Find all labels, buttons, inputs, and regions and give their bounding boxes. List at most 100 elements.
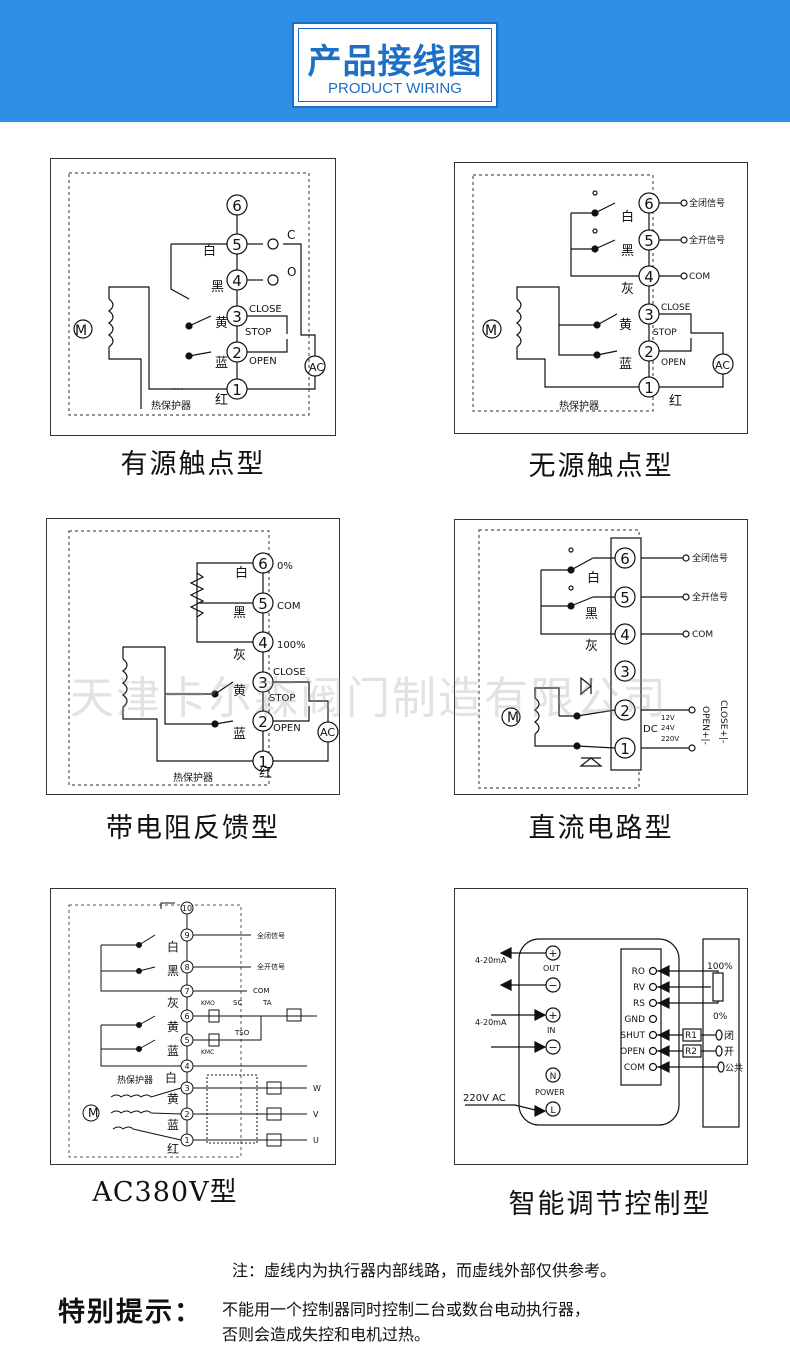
- label-rv: RV: [633, 983, 646, 993]
- label-220v: 220V: [661, 735, 679, 743]
- label-shut: SHUT: [620, 1031, 645, 1041]
- diagram-active-contact: 6 5 4 3 2 1 白 黑 黄 蓝 红 C O CLOSE STOP OPE…: [50, 158, 336, 436]
- power-n: N: [550, 1072, 557, 1082]
- terminal-6: 6: [232, 197, 242, 215]
- terminal-2: 2: [620, 702, 630, 720]
- diagram-dc-circuit: 6 5 4 3 2 1 白 黑 灰 全闭信号 全开信号 COM DC 12V 2…: [454, 519, 748, 795]
- terminal-4: 4: [644, 268, 654, 286]
- label-kmo: KMO: [201, 1000, 215, 1007]
- label-w: W: [313, 1084, 321, 1093]
- terminal-4: 4: [232, 272, 242, 290]
- terminal-5: 5: [644, 232, 654, 250]
- wire-black: 黑: [233, 606, 246, 621]
- wire-gray: 灰: [167, 996, 179, 1010]
- wire-black: 黑: [621, 244, 634, 259]
- label-open: OPEN: [249, 356, 277, 367]
- terminal-1: 1: [620, 740, 630, 758]
- watermark: 天津卡尔森阀门制造有限公司: [70, 673, 668, 724]
- label-open-pm: OPEN+|-: [700, 706, 710, 745]
- label-ta: TA: [262, 999, 272, 1007]
- label-stop: STOP: [245, 327, 271, 338]
- diagram-smart-control: + − + − N L 4-20mA OUT 4-20mA IN POWER 2…: [454, 888, 748, 1165]
- out-plus: +: [548, 947, 557, 960]
- wire-blue-2: 蓝: [167, 1118, 179, 1132]
- wire-yellow-2: 黄: [167, 1092, 179, 1106]
- wire-white: 白: [167, 939, 179, 954]
- caption-dc-circuit: 直流电路型: [528, 813, 674, 844]
- terminal-2: 2: [258, 713, 268, 731]
- label-com: COM: [624, 1063, 645, 1073]
- terminal-3: 3: [258, 674, 268, 692]
- terminal-3: 3: [644, 306, 654, 324]
- label-sc: SC: [233, 999, 242, 1007]
- wire-blue: 蓝: [167, 1044, 179, 1058]
- tip-title: 特别提示：: [58, 1297, 203, 1328]
- label-power: POWER: [535, 1088, 565, 1097]
- label-kmc: KMC: [201, 1049, 214, 1056]
- page-subtitle: PRODUCT WIRING: [328, 80, 462, 97]
- caption-resistance-feedback: 带电阻反馈型: [106, 813, 280, 844]
- motor-label: M: [507, 710, 519, 726]
- tip-line-1: 不能用一个控制器同时控制二台或数台电动执行器，: [222, 1300, 591, 1319]
- out-minus: −: [548, 979, 557, 992]
- wire-white-2: 白: [165, 1070, 177, 1085]
- footnote: 注：虚线内为执行器内部线路，而虚线外部仅供参考。: [232, 1261, 617, 1280]
- terminal-6: 6: [620, 550, 630, 568]
- label-ro: RO: [632, 967, 645, 977]
- label-0pct: 0%: [277, 561, 293, 572]
- label-0pct: 0%: [713, 1012, 728, 1022]
- terminal-1: 1: [232, 381, 242, 399]
- caption-ac380v: AC380V型: [92, 1177, 238, 1208]
- wire-yellow: 黄: [167, 1020, 179, 1034]
- label-dc: DC: [643, 724, 658, 735]
- wire-gray: 灰: [621, 282, 634, 297]
- label-thermal: 热保护器: [173, 771, 213, 784]
- label-tso: TSO: [234, 1029, 250, 1037]
- label-thermal: 热保护器: [117, 1074, 153, 1086]
- label-closed-signal: 全闭信号: [257, 931, 285, 940]
- label-open: OPEN: [273, 723, 301, 734]
- terminal-2: 2: [232, 344, 242, 362]
- label-ac: AC: [715, 359, 730, 372]
- label-close: CLOSE: [249, 304, 282, 315]
- label-100pct: 100%: [707, 962, 733, 972]
- label-ac: AC: [309, 361, 324, 374]
- terminal-1: 1: [258, 753, 268, 771]
- caption-passive-contact: 无源触点型: [528, 451, 674, 482]
- caption-active-contact: 有源触点型: [120, 449, 266, 480]
- label-closed-signal: 全闭信号: [689, 197, 725, 209]
- label-com: COM: [689, 272, 710, 282]
- label-24v: 24V: [661, 724, 675, 732]
- label-close: CLOSE: [661, 303, 691, 313]
- wire-yellow: 黄: [233, 684, 246, 699]
- label-close-pm: CLOSE+|-: [718, 700, 728, 743]
- tip-line-2: 否则会造成失控和电机过热。: [222, 1325, 431, 1344]
- label-ma-in: 4-20mA: [475, 1018, 507, 1027]
- terminal-2: 2: [184, 1110, 189, 1119]
- terminal-4: 4: [258, 634, 268, 652]
- label-r1: R1: [685, 1031, 697, 1041]
- wire-blue: 蓝: [215, 356, 228, 371]
- label-common: 公共: [725, 1063, 743, 1074]
- header-banner: 产品接线图 PRODUCT WIRING: [0, 0, 790, 122]
- terminal-7: 7: [184, 987, 189, 996]
- terminal-9: 9: [184, 931, 189, 940]
- label-thermal: 热保护器: [559, 399, 599, 412]
- terminal-6: 6: [644, 195, 654, 213]
- wire-blue: 蓝: [619, 357, 632, 372]
- wire-red: 红: [669, 393, 682, 409]
- wire-black: 黑: [167, 964, 179, 978]
- terminal-4: 4: [620, 626, 630, 644]
- wire-gray: 灰: [585, 639, 598, 654]
- label-close: CLOSE: [273, 667, 306, 678]
- label-stop: STOP: [269, 693, 295, 704]
- label-open-signal: 全开信号: [257, 962, 285, 971]
- terminal-3: 3: [184, 1084, 189, 1093]
- label-com: COM: [277, 601, 300, 612]
- terminal-2: 2: [644, 343, 654, 361]
- label-close-zh: 闭: [724, 1029, 734, 1042]
- terminal-5: 5: [232, 236, 242, 254]
- wire-blue: 蓝: [233, 727, 246, 742]
- label-open-signal: 全开信号: [689, 234, 725, 246]
- label-100pct: 100%: [277, 640, 306, 651]
